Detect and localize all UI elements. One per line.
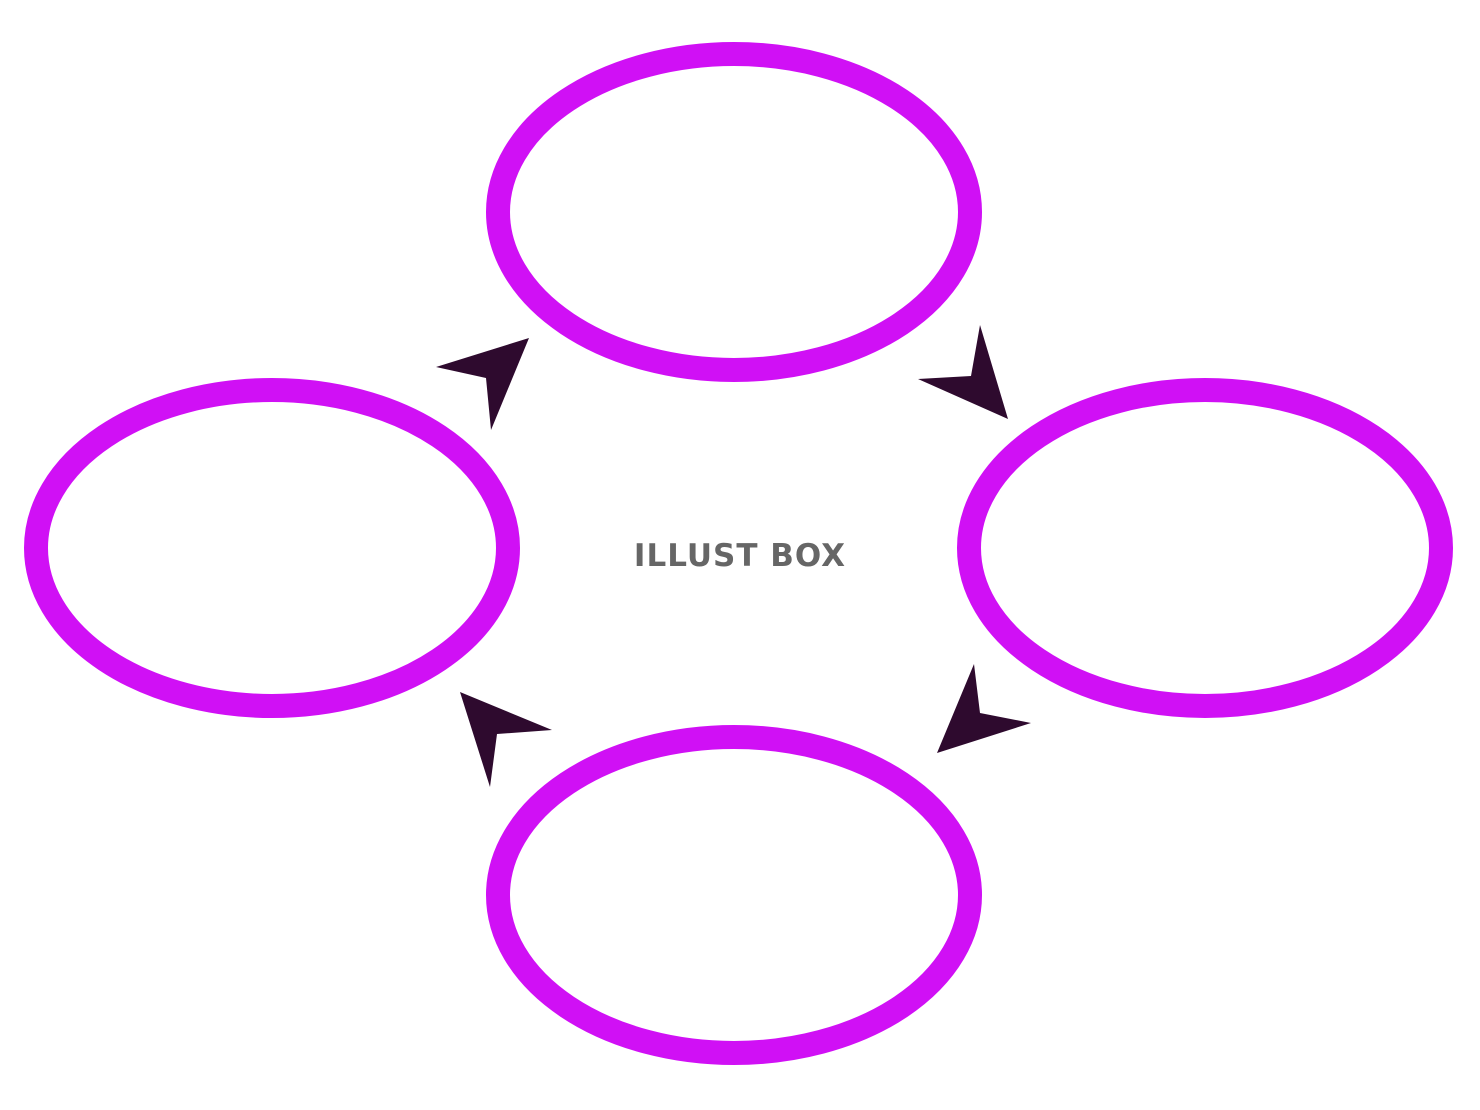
arrow-right-to-bottom-icon <box>937 664 1031 753</box>
watermark-text: ILLUST BOX <box>633 538 847 574</box>
node-left <box>24 378 520 718</box>
arrow-left-to-top-icon <box>436 338 529 430</box>
node-right <box>957 378 1453 718</box>
arrow-bottom-to-left-icon <box>460 692 552 787</box>
node-bottom <box>486 725 982 1065</box>
arrow-top-to-right-icon <box>918 325 1008 419</box>
node-top <box>486 42 982 382</box>
